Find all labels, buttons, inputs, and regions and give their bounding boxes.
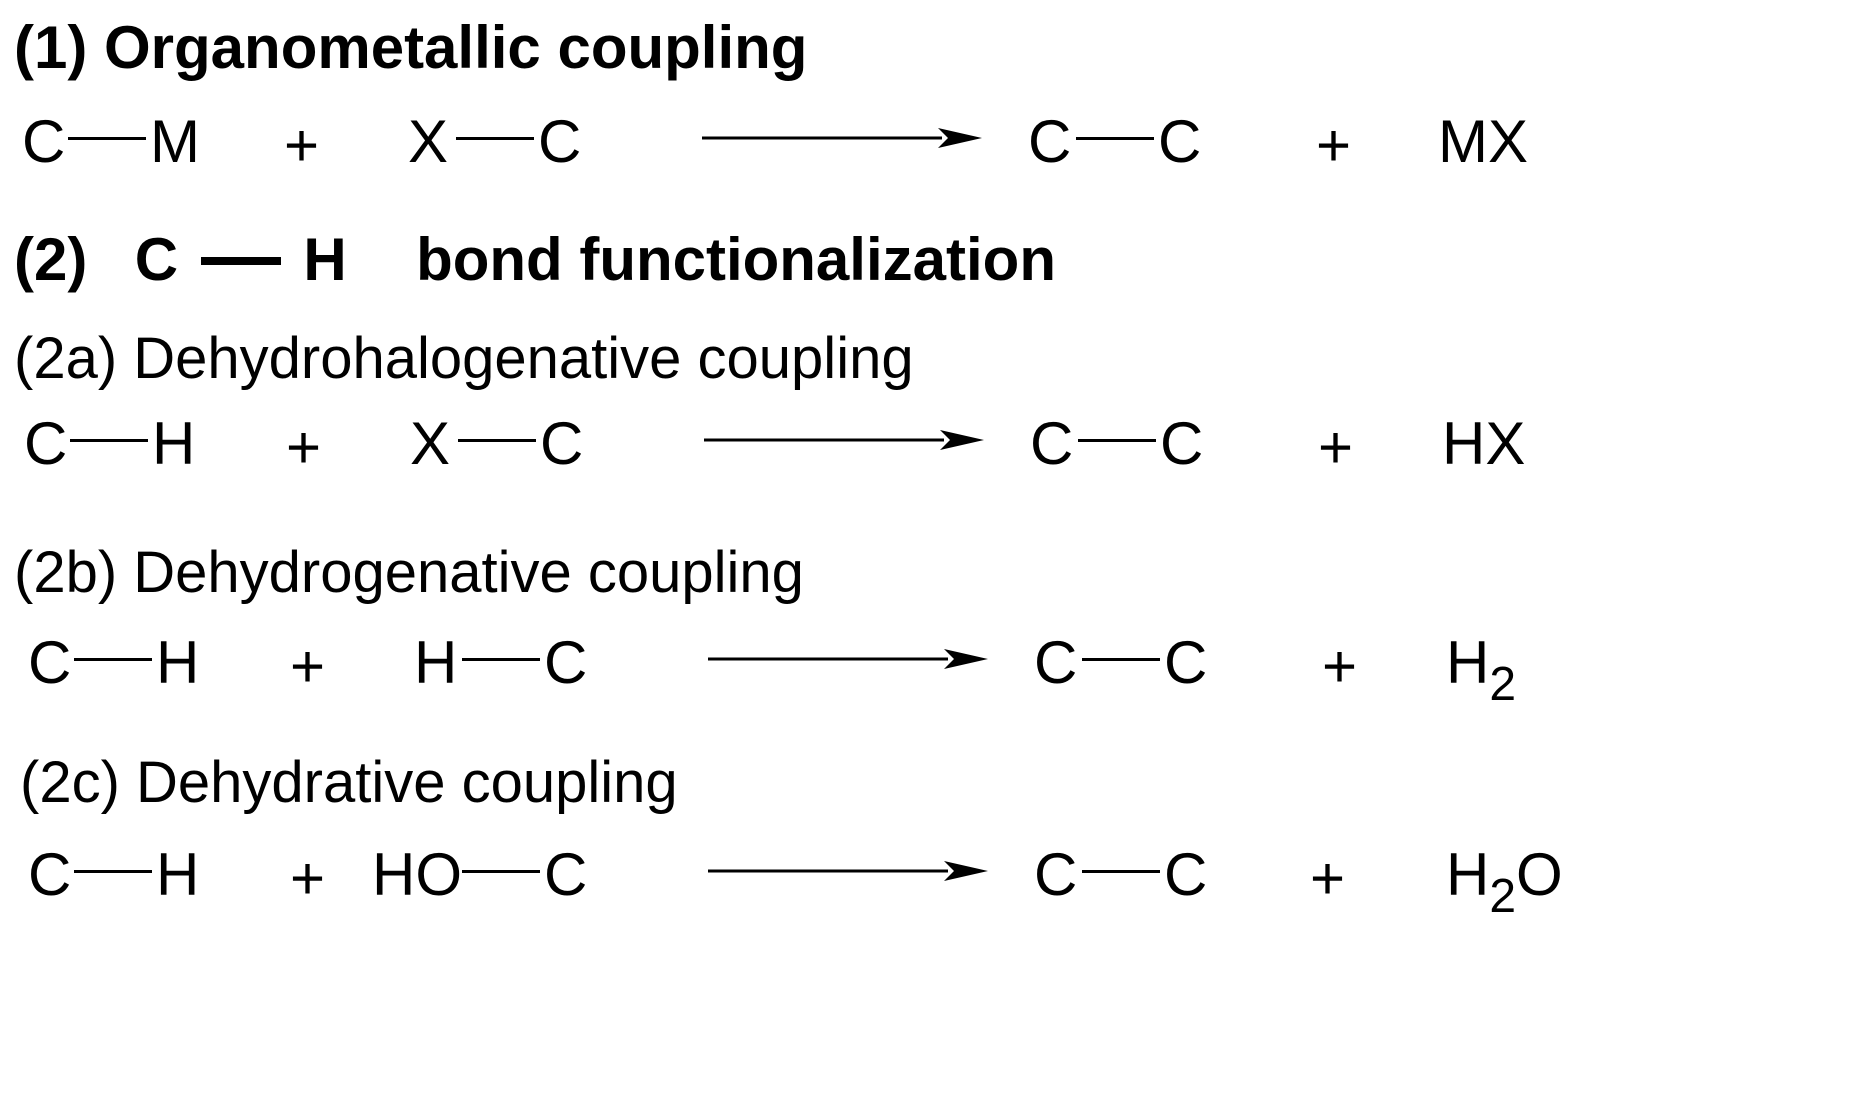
bond	[68, 137, 146, 140]
byproduct-subscript: 2	[1489, 869, 1517, 923]
reactant-1-atom-a: C	[22, 108, 66, 175]
byproduct-subscript: 2	[1489, 657, 1517, 711]
bond	[462, 658, 540, 661]
plus-sign: +	[1316, 112, 1352, 179]
byproduct: HX	[1442, 410, 1526, 477]
reactant-1-atom-a: C	[24, 410, 68, 477]
section-1-title: Organometallic coupling	[104, 14, 808, 81]
plus-sign: +	[286, 414, 322, 481]
reactant-2-atom-a: H	[414, 629, 458, 696]
reactant-1-atom-a: C	[28, 841, 72, 908]
bond	[74, 658, 152, 661]
reactant-2-atom-b: C	[538, 108, 582, 175]
reactant-2-atom-a: X	[408, 108, 449, 175]
section-2-atom-c: C	[134, 226, 179, 293]
bond	[456, 137, 534, 140]
plus-sign: +	[1322, 633, 1358, 700]
bond	[70, 439, 148, 442]
reactant-1-atom-b: H	[156, 629, 200, 696]
product-atom-b: C	[1164, 629, 1208, 696]
product-atom-a: C	[1030, 410, 1074, 477]
bond	[458, 439, 536, 442]
reaction-arrow	[702, 126, 982, 150]
reactant-2-atom-a: X	[410, 410, 451, 477]
reactant-1-atom-a: C	[28, 629, 72, 696]
section-2c-heading: (2c) Dehydrative coupling	[20, 750, 678, 815]
bond	[1076, 137, 1154, 140]
section-2-heading: (2) C H bond functionalization	[14, 230, 1056, 290]
bond	[1078, 439, 1156, 442]
bond	[1082, 658, 1160, 661]
reactant-2-atom-b: C	[544, 841, 588, 908]
bond	[462, 870, 540, 873]
reactant-2-atom-b: C	[540, 410, 584, 477]
bond	[200, 257, 281, 266]
product-atom-b: C	[1164, 841, 1208, 908]
reaction-arrow	[708, 859, 988, 883]
byproduct: H2O	[1446, 845, 1563, 921]
reactant-1-atom-b: H	[152, 410, 196, 477]
plus-sign: +	[1318, 414, 1354, 481]
plus-sign: +	[1310, 845, 1346, 912]
reactant-1-atom-b: M	[150, 108, 200, 175]
reaction-arrow	[708, 647, 988, 671]
byproduct-tail: O	[1516, 841, 1563, 908]
reactant-2-atom-b: C	[544, 629, 588, 696]
bond	[1082, 870, 1160, 873]
product-atom-a: C	[1034, 629, 1078, 696]
section-2a-heading: (2a) Dehydrohalogenative coupling	[14, 326, 914, 391]
section-2b-heading: (2b) Dehydrogenative coupling	[14, 540, 804, 605]
byproduct-symbol: H	[1446, 629, 1490, 696]
byproduct: H2	[1446, 633, 1516, 709]
reactant-1-atom-b: H	[156, 841, 200, 908]
section-1-number: (1)	[14, 14, 88, 81]
section-2-number: (2)	[14, 226, 88, 293]
product-atom-b: C	[1160, 410, 1204, 477]
reaction-arrow	[704, 428, 984, 452]
bond	[74, 870, 152, 873]
plus-sign: +	[284, 112, 320, 179]
plus-sign: +	[290, 633, 326, 700]
product-atom-b: C	[1158, 108, 1202, 175]
product-atom-a: C	[1028, 108, 1072, 175]
byproduct-symbol: H	[1446, 841, 1490, 908]
plus-sign: +	[290, 845, 326, 912]
reactant-2-atom-a: HO	[372, 841, 462, 908]
section-2-atom-h: H	[303, 226, 347, 293]
byproduct: MX	[1438, 108, 1528, 175]
section-2-title: bond functionalization	[416, 226, 1056, 293]
product-atom-a: C	[1034, 841, 1078, 908]
section-1-heading: (1) Organometallic coupling	[14, 18, 807, 78]
